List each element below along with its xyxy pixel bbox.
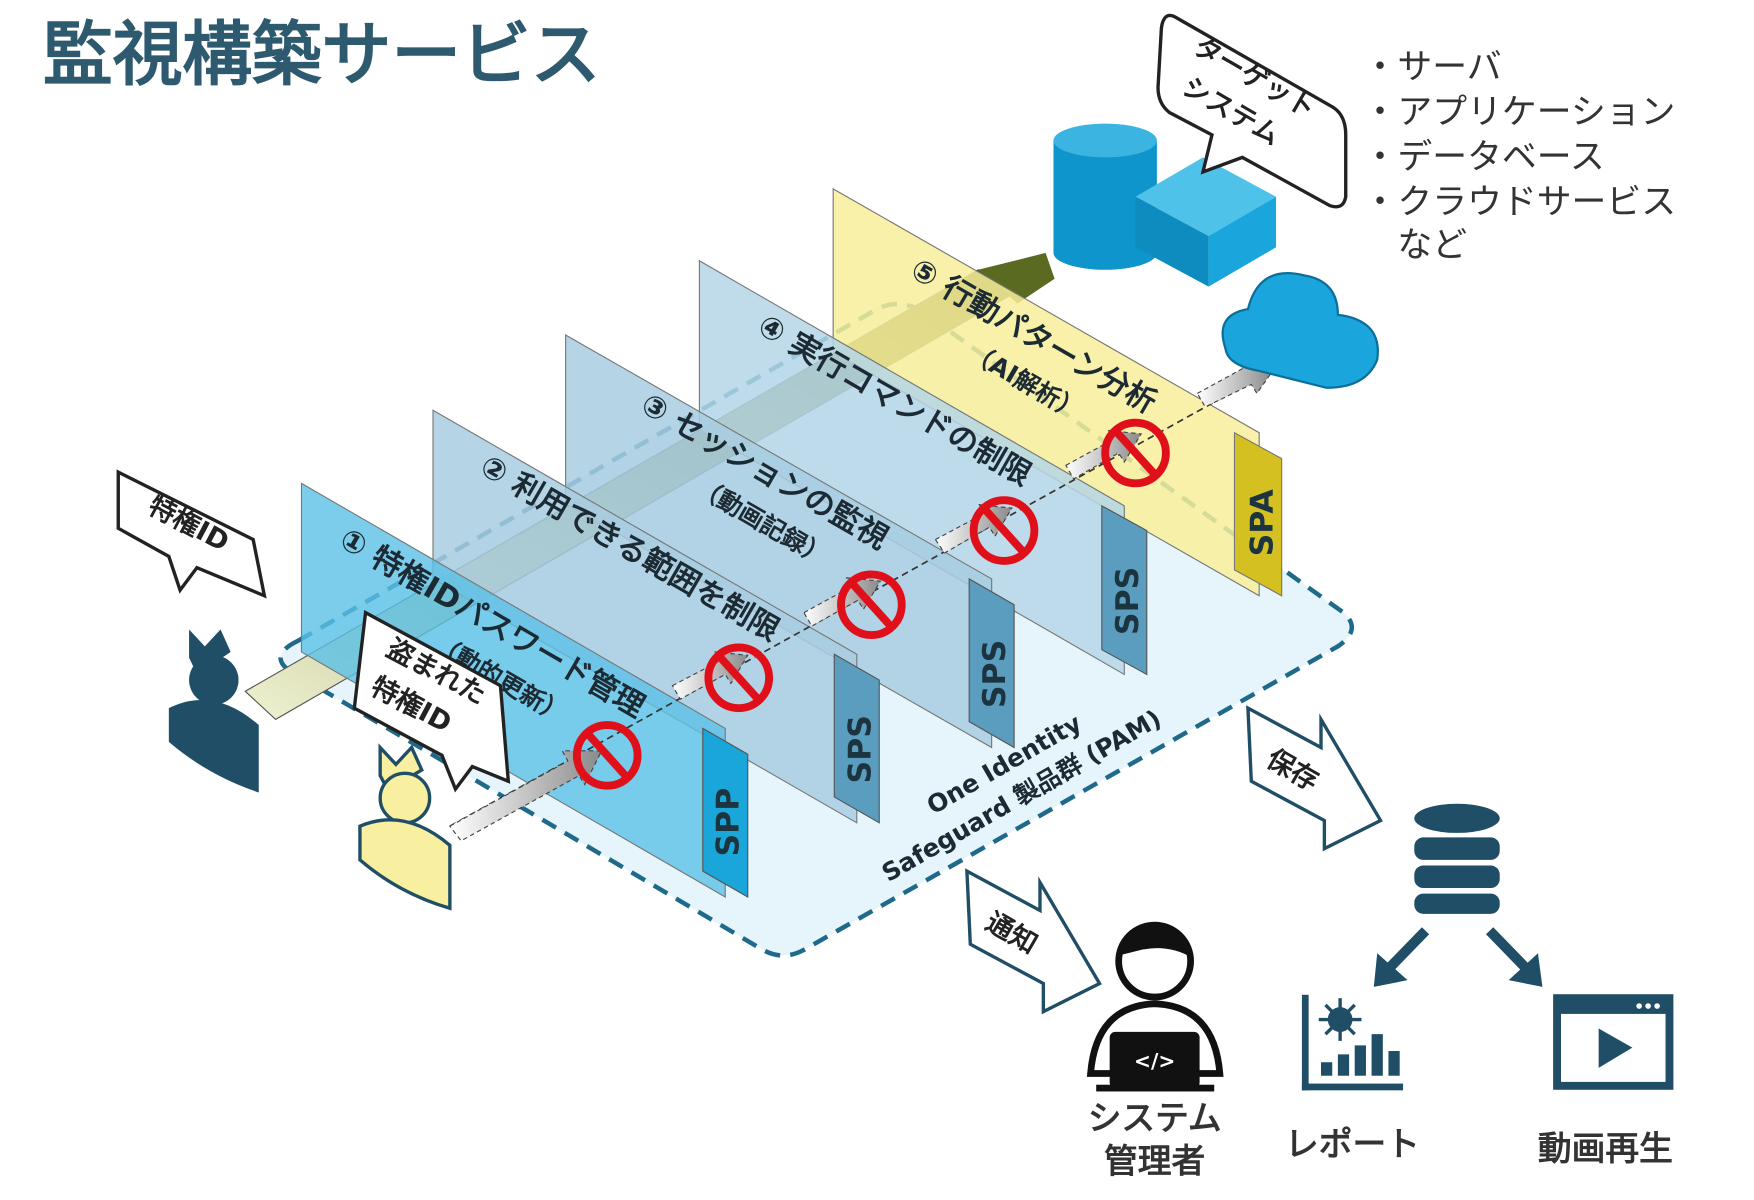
admin-label-1: システム xyxy=(1088,1099,1222,1138)
report-icon xyxy=(1301,994,1404,1091)
tag-sps-4: SPS xyxy=(1110,567,1146,635)
page-title: 監視構築サービス xyxy=(43,15,601,96)
prohibited-icon xyxy=(837,570,906,640)
save-arrow: 保存 xyxy=(1246,705,1383,852)
server-cube-icon xyxy=(1135,157,1277,287)
notify-arrow: 通知 xyxy=(965,868,1102,1015)
target-item: ・サーバ xyxy=(1363,48,1502,88)
code-icon: </> xyxy=(1134,1049,1175,1073)
privileged-id-bubble: 特権ID xyxy=(116,469,267,599)
flow-arrows xyxy=(1373,927,1543,987)
video-label: 動画再生 xyxy=(1538,1129,1673,1168)
block-icons xyxy=(572,418,1170,790)
target-systems xyxy=(1053,123,1379,389)
admin-label-2: 管理者 xyxy=(1104,1141,1205,1180)
play-icon xyxy=(1598,1028,1633,1068)
target-item: など xyxy=(1363,225,1468,265)
attacker-icon xyxy=(358,743,452,911)
target-list: ・サーバ ・アプリケーション ・データベース ・クラウドサービス など xyxy=(1363,48,1676,266)
cloud-icon xyxy=(1221,272,1379,389)
report-label: レポート xyxy=(1285,1125,1420,1164)
prohibited-icon xyxy=(572,721,642,790)
prohibited-icon xyxy=(969,496,1039,565)
tag-sps-2: SPS xyxy=(842,715,878,783)
video-player-icon xyxy=(1553,994,1674,1090)
tag-spa: SPA xyxy=(1245,489,1281,557)
prohibited-icon xyxy=(1101,418,1170,488)
target-item: ・クラウドサービス xyxy=(1363,183,1676,223)
target-item: ・アプリケーション xyxy=(1363,93,1676,133)
tag-spp: SPP xyxy=(711,788,747,857)
system-admin-icon: </> xyxy=(1086,921,1224,1092)
prohibited-icon xyxy=(704,643,774,713)
database-icon xyxy=(1414,803,1500,914)
target-item: ・データベース xyxy=(1363,138,1605,178)
privileged-user-icon xyxy=(168,629,259,793)
access-arrow-head xyxy=(978,252,1055,304)
tag-sps-3: SPS xyxy=(977,640,1013,708)
